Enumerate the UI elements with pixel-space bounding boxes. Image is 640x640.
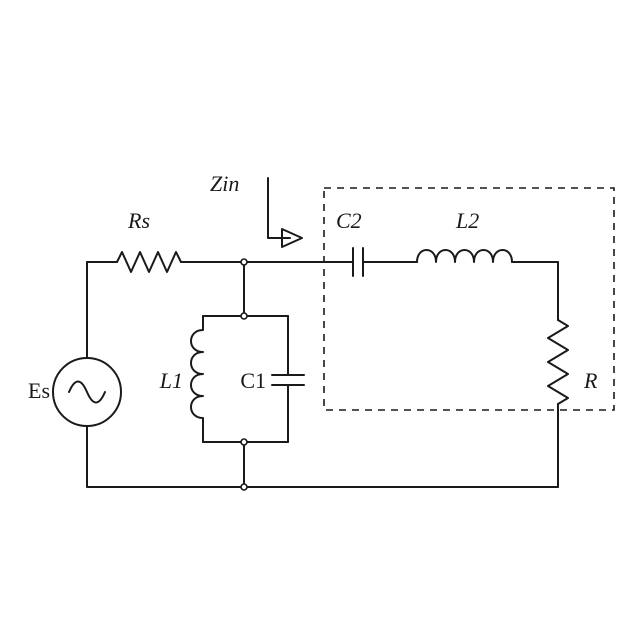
resistor-rs bbox=[116, 251, 182, 273]
arrow-head-icon bbox=[281, 228, 303, 248]
label-l1: L1 bbox=[159, 368, 183, 393]
label-c1: C1 bbox=[240, 368, 266, 393]
zin-arrow bbox=[267, 177, 291, 239]
junction-tank-top bbox=[240, 312, 248, 320]
inductor-l1 bbox=[190, 315, 204, 443]
label-r: R bbox=[583, 368, 598, 393]
junction-rail bbox=[240, 483, 248, 491]
junction-tank-bottom bbox=[240, 438, 248, 446]
wire-l2-right bbox=[511, 261, 559, 321]
label-c2: C2 bbox=[336, 208, 362, 233]
label-es: Es bbox=[28, 378, 50, 403]
junction-top bbox=[240, 258, 248, 266]
wire-left-bottom bbox=[86, 425, 559, 488]
label-rs: Rs bbox=[127, 208, 150, 233]
inductor-l2 bbox=[416, 249, 513, 263]
label-zin: Zin bbox=[210, 171, 239, 196]
label-l2: L2 bbox=[455, 208, 479, 233]
resistor-r bbox=[547, 319, 569, 405]
sine-wave-icon bbox=[68, 380, 106, 404]
source-es bbox=[52, 357, 122, 427]
load-box bbox=[323, 187, 615, 411]
